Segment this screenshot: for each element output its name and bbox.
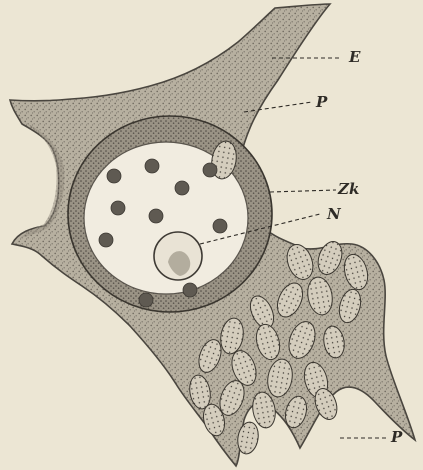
chromatin-granule <box>183 283 197 297</box>
chromatin-granule <box>145 159 159 173</box>
nucleolus <box>154 232 202 280</box>
label-P-lower: P <box>391 430 402 445</box>
label-N: N <box>327 207 341 222</box>
chromatin-granule <box>139 293 153 307</box>
chromatin-granule <box>111 201 125 215</box>
chromatin-granule <box>107 169 121 183</box>
chromatin-granule <box>99 233 113 247</box>
label-E: E <box>349 50 360 65</box>
label-P-upper: P <box>316 95 327 110</box>
chromatin-granule <box>213 219 227 233</box>
chromatin-granule <box>203 163 217 177</box>
pointer-line-Zk <box>270 190 336 192</box>
chromatin-granule <box>175 181 189 195</box>
label-Zk: Zk <box>338 182 359 197</box>
chromatin-granule <box>149 209 163 223</box>
